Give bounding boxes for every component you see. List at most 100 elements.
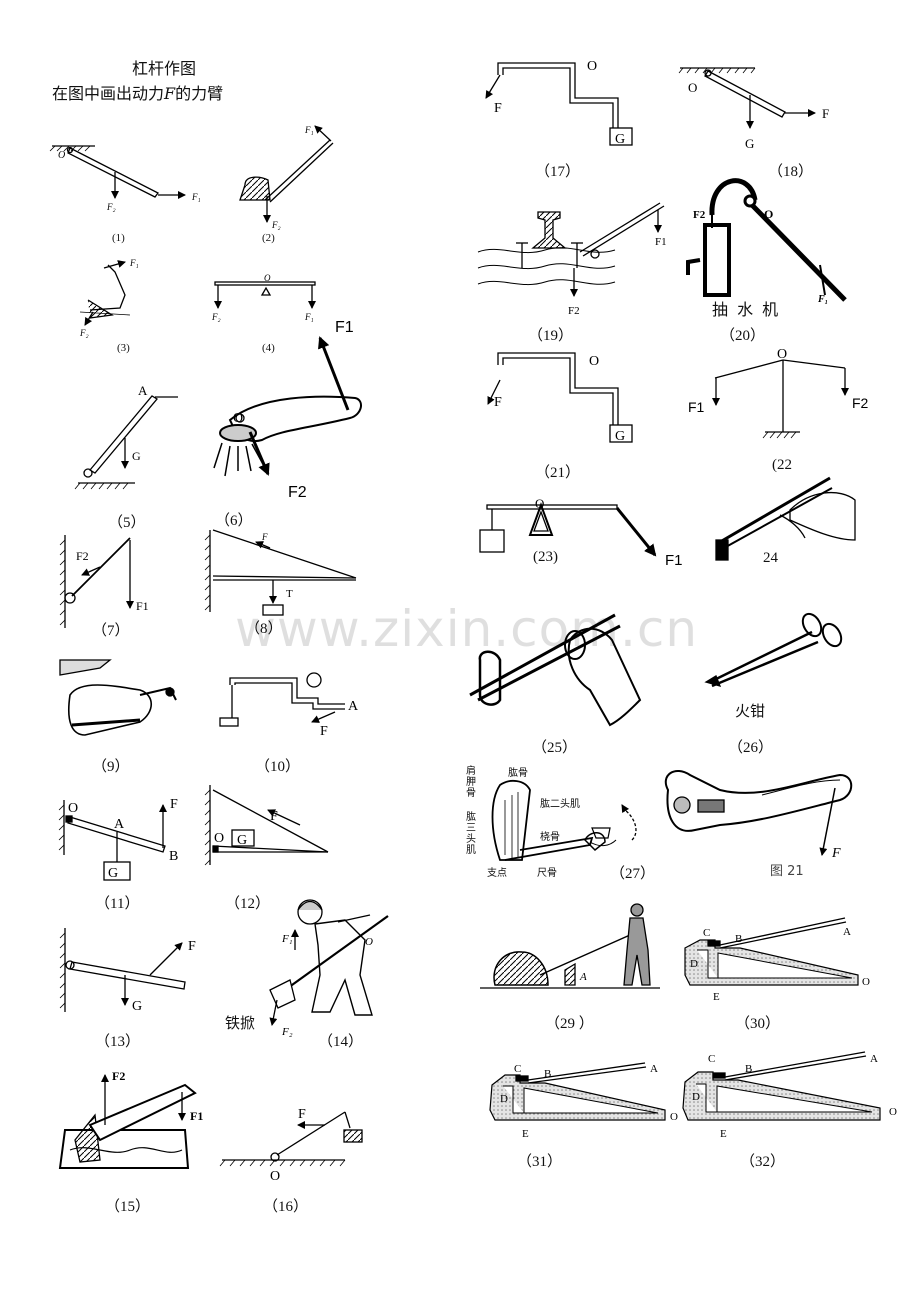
wrench-caption: 图 21 (770, 864, 804, 879)
fig11-label-a: A (114, 817, 125, 832)
caption-32: （32） (740, 1154, 786, 1170)
fig6-label-f1: F1 (335, 319, 354, 336)
caption-12: （12） (225, 896, 271, 912)
caption-25: （25） (532, 740, 578, 756)
label-radius: 桡骨 (540, 832, 560, 843)
fig20-label-o: O (764, 207, 773, 221)
label-fulcrum: 支点 (487, 868, 507, 879)
fig18-label-g: G (745, 136, 754, 151)
caption-18: （18） (768, 164, 814, 180)
label-humerus: 肱骨 (508, 768, 528, 779)
fig20-label-f2: F2 (693, 209, 706, 221)
caption-9: （9） (92, 759, 130, 775)
wrench-label-f: F (831, 846, 841, 861)
fig29-label-a: A (579, 971, 587, 983)
caption-4: (4) (262, 342, 275, 354)
figure-29: A (480, 903, 660, 989)
fig14-label-f1: F₁ (281, 933, 293, 945)
shovel-label: 铁掀 (225, 1014, 256, 1032)
caption-5: （5） (108, 515, 146, 531)
caption-6: （6） (215, 513, 253, 529)
caption-22: (22 (772, 457, 792, 473)
figure-26 (704, 612, 843, 688)
fig30-label-c: C (703, 927, 710, 939)
figure-5: A G (74, 383, 178, 490)
figure-12: O G F (204, 785, 329, 866)
worksheet-title: 杠杆作图 (132, 59, 197, 78)
figure-32: C B A D E O (682, 1051, 897, 1140)
fig6-label-f2: F2 (288, 484, 307, 501)
fig1-label-f2: F₂ (106, 202, 116, 212)
fig11-label-b: B (169, 849, 178, 864)
caption-1: (1) (112, 232, 125, 244)
caption-31: （31） (517, 1154, 563, 1170)
fig4-label-f2: F₂ (211, 312, 221, 322)
fig7-label-f1: F1 (136, 599, 149, 613)
fig32-label-c: C (708, 1053, 715, 1065)
fig30-label-b: B (735, 933, 742, 945)
figure-7: F2 F1 (59, 535, 149, 628)
fig21-label-o: O (589, 354, 599, 369)
fig1-label-f1: F₁ (191, 192, 201, 202)
fig16-label-o: O (270, 1169, 280, 1184)
figure-2: F₁ F₂ (239, 125, 334, 230)
fig32-label-b: B (745, 1063, 752, 1075)
fig21-label-g: G (615, 429, 625, 444)
caption-29: （29 ） (545, 1016, 594, 1032)
fig12-label-o: O (214, 831, 224, 846)
caption-26: （26） (728, 740, 774, 756)
caption-10: （10） (255, 759, 301, 775)
fig10-label-f: F (320, 724, 328, 739)
fig30-label-o: O (862, 976, 870, 988)
fig11-label-g: G (108, 866, 118, 881)
caption-15: （15） (105, 1199, 151, 1215)
label-scapula: 肩胛骨 (466, 766, 476, 799)
fig3-label-f1: F₁ (129, 258, 139, 268)
figure-9 (59, 659, 177, 736)
fig15-label-f2: F2 (112, 1069, 125, 1083)
instruction-var: F (164, 84, 176, 103)
fig31-label-d: D (500, 1093, 508, 1105)
fig11-label-o: O (68, 801, 78, 816)
figure-22: O F1 F2 (688, 347, 869, 439)
fig4-label-f1: F₁ (304, 312, 314, 322)
fig20-label-f1: F₁ (817, 294, 828, 305)
fig19-label-f2: F2 (568, 305, 580, 317)
fig30-label-e: E (713, 991, 720, 1003)
fig31-label-c: C (514, 1063, 521, 1075)
instruction-prefix: 在图中画出动力 (52, 84, 165, 103)
figure-25 (469, 613, 642, 727)
figure-6: F1 O F2 (213, 319, 362, 501)
caption-24: 24 (763, 550, 778, 566)
fig31-label-b: B (544, 1068, 551, 1080)
figure-4: O F₂ F₁ (211, 273, 316, 322)
fig32-label-d: D (692, 1091, 700, 1103)
fig32-label-e: E (720, 1128, 727, 1140)
figure-8: F T (204, 529, 357, 616)
fig17-label-g: G (615, 132, 625, 147)
caption-14: （14） (318, 1034, 364, 1050)
fig2-label-f2: F₂ (271, 220, 281, 230)
fig16-label-f: F (298, 1107, 306, 1122)
figure-17: O F G (485, 59, 633, 147)
label-triceps: 肱三头肌 (466, 812, 476, 856)
fig30-label-a: A (843, 926, 851, 938)
fig21-label-f: F (494, 395, 502, 410)
fig5-label-a: A (138, 383, 148, 398)
figure-21: O F G (487, 352, 633, 444)
fig18-label-f: F (822, 106, 829, 121)
fig13-label-g: G (132, 999, 142, 1014)
caption-11: （11） (95, 896, 140, 912)
fig7-label-f2: F2 (76, 549, 89, 563)
figure-18: O G F (678, 67, 829, 151)
figure-23: O F1 (479, 496, 683, 569)
fig6-label-o: O (233, 411, 243, 426)
fig8-label-f: F (261, 532, 268, 542)
caption-8: （8） (245, 621, 283, 637)
fig13-label-f: F (188, 939, 196, 954)
caption-13: （13） (95, 1034, 141, 1050)
fig4-label-o: O (264, 273, 271, 283)
fig5-label-g: G (132, 449, 141, 463)
figure-14: F₁ F₂ O (269, 899, 389, 1038)
